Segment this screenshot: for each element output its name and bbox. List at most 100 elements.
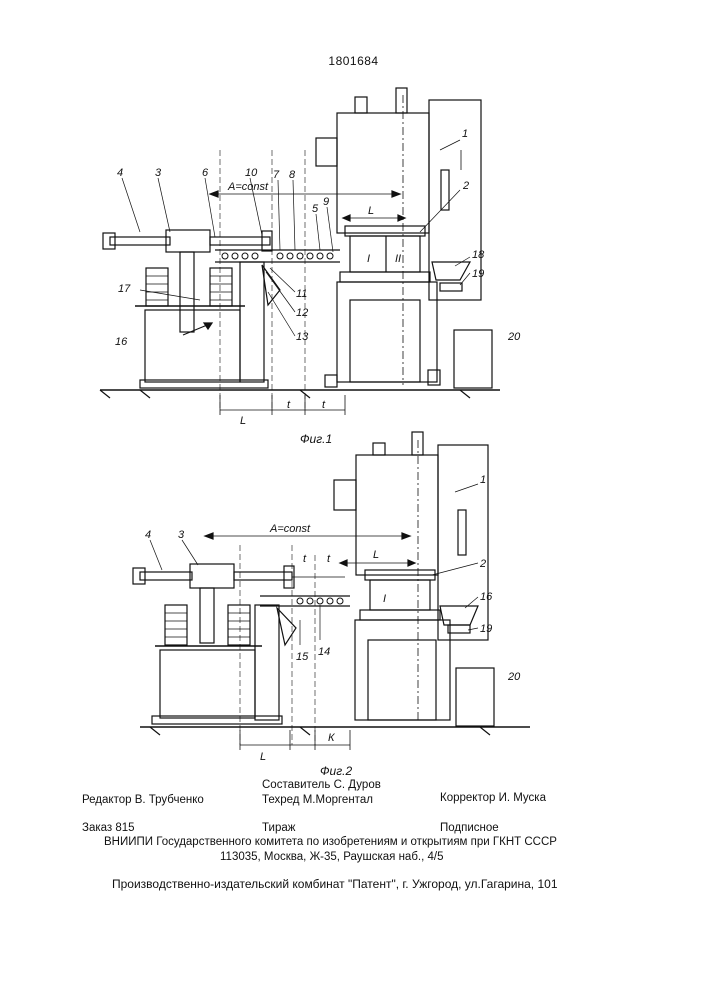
fig1-chute bbox=[432, 262, 470, 280]
fig2-label-2: 2 bbox=[479, 558, 486, 570]
fig1-dim-t2: t bbox=[322, 399, 326, 411]
fig2-label-15: 15 bbox=[296, 651, 309, 663]
fig1-ground-hatch bbox=[460, 390, 470, 398]
fig1-die-block bbox=[350, 236, 420, 272]
fig1-label-18: 18 bbox=[472, 249, 485, 261]
editor-line: Редактор В. Трубченко bbox=[82, 794, 204, 806]
fig2-press-top-part bbox=[373, 443, 385, 455]
fig1-chute-holder bbox=[440, 283, 462, 291]
fig1-press-base bbox=[337, 282, 437, 382]
fig2-arm-extension bbox=[234, 572, 292, 580]
fig1-manipulator-head bbox=[166, 230, 210, 252]
fig1-bracket bbox=[262, 265, 280, 305]
fig2-dim-t1: t bbox=[303, 553, 307, 565]
fig1-press-top-shaft bbox=[396, 88, 407, 113]
fig2-bracket bbox=[277, 608, 296, 645]
circulation-line: Тираж bbox=[262, 822, 295, 834]
fig1-dim-a: A=const bbox=[227, 181, 269, 193]
compiler-line: Составитель С. Дуров bbox=[262, 779, 381, 791]
fig1-label-6: 6 bbox=[202, 167, 209, 179]
fig2-dim-t2: t bbox=[327, 553, 331, 565]
fig2-label-4: 4 bbox=[145, 529, 151, 541]
fig2-arm-rod bbox=[140, 572, 192, 580]
fig2-chute bbox=[440, 606, 478, 625]
fig1-label-2: 2 bbox=[462, 180, 469, 192]
fig1-bolster bbox=[340, 272, 430, 282]
fig2-label-3: 3 bbox=[178, 529, 185, 541]
fig1-label-10: 10 bbox=[245, 167, 258, 179]
fig1-press-slot bbox=[441, 170, 449, 210]
fig1-arm-end bbox=[103, 233, 115, 249]
fig2-table bbox=[160, 650, 255, 718]
fig2-chute-holder bbox=[448, 625, 470, 633]
fig1-roman-1: I bbox=[367, 253, 370, 265]
fig2-press-head bbox=[356, 455, 438, 575]
fig1-ground-hatch bbox=[100, 390, 110, 398]
fig2-manipulator-head bbox=[190, 564, 234, 588]
fig1-slide bbox=[345, 226, 425, 236]
subscription-line: Подписное bbox=[440, 822, 499, 834]
fig2-dim-a: A=const bbox=[269, 523, 311, 535]
fig2-press-top-shaft bbox=[412, 432, 423, 455]
fig1-press-head bbox=[337, 113, 429, 233]
fig2-stack-left bbox=[165, 605, 187, 645]
fig1-label-8: 8 bbox=[289, 169, 296, 181]
order-line: Заказ 815 bbox=[82, 822, 135, 834]
fig1-label-3: 3 bbox=[155, 167, 162, 179]
fig2-stand bbox=[255, 605, 279, 720]
fig1-label-19: 19 bbox=[472, 268, 484, 280]
fig1-table-foot bbox=[140, 380, 268, 388]
fig1-table bbox=[145, 310, 240, 382]
fig1-label-13: 13 bbox=[296, 331, 309, 343]
fig2-manipulator-column bbox=[200, 588, 214, 643]
fig2-label-20: 20 bbox=[507, 671, 521, 683]
fig2-label-14: 14 bbox=[318, 646, 330, 658]
fig2-dim-l-top: L bbox=[373, 549, 379, 561]
fig1-press-top-part bbox=[355, 97, 367, 113]
fig2-arm-end bbox=[133, 568, 145, 584]
fig2-dim-k: К bbox=[328, 732, 335, 744]
fig1-label-1: 1 bbox=[462, 128, 468, 140]
fig2-roman-1: I bbox=[383, 593, 386, 605]
fig1-roman-2: II bbox=[395, 253, 401, 265]
fig1-arm-rod bbox=[110, 237, 170, 245]
institute-line: ВНИИПИ Государственного комитета по изоб… bbox=[104, 836, 557, 848]
fig1-label-12: 12 bbox=[296, 307, 308, 319]
publisher-line: Производственно-издательский комбинат "П… bbox=[112, 877, 558, 891]
fig2-press-motor bbox=[334, 480, 356, 510]
address-line: 113035, Москва, Ж-35, Раушская наб., 4/5 bbox=[220, 851, 443, 863]
fig1-label-16: 16 bbox=[115, 336, 128, 348]
fig1-caption: Фиг.1 bbox=[300, 432, 332, 446]
fig1-base-foot bbox=[325, 375, 337, 387]
fig2-bolster bbox=[360, 610, 440, 620]
fig1-dim-l-top: L bbox=[368, 205, 374, 217]
techred-line: Техред М.Моргентал bbox=[262, 794, 373, 806]
fig2-label-1: 1 bbox=[480, 474, 486, 486]
fig2-stack-right bbox=[228, 605, 250, 645]
fig1-arm-extension bbox=[210, 237, 270, 245]
fig1-container bbox=[454, 330, 492, 388]
fig2-press-slot bbox=[458, 510, 466, 555]
fig1-stand bbox=[240, 262, 264, 382]
fig1-label-5: 5 bbox=[312, 203, 319, 215]
fig2-label-16: 16 bbox=[480, 591, 493, 603]
fig1-label-17: 17 bbox=[118, 283, 131, 295]
fig1-label-9: 9 bbox=[323, 196, 329, 208]
fig1-base-opening bbox=[350, 300, 420, 382]
fig1-dim-l-bottom: L bbox=[240, 415, 246, 427]
fig1-ground-hatch bbox=[140, 390, 150, 398]
fig1-label-7: 7 bbox=[273, 169, 280, 181]
figure-2 bbox=[133, 432, 530, 750]
fig2-dim-l-bottom: L bbox=[260, 751, 266, 763]
corrector-line: Корректор И. Муска bbox=[440, 792, 546, 804]
fig1-manipulator-column bbox=[180, 252, 194, 332]
fig1-label-11: 11 bbox=[296, 288, 307, 300]
fig2-die-block bbox=[370, 580, 430, 610]
fig1-base-foot bbox=[428, 370, 440, 385]
fig1-label-20: 20 bbox=[507, 331, 521, 343]
fig1-dim-t1: t bbox=[287, 399, 291, 411]
fig2-label-19: 19 bbox=[480, 623, 492, 635]
fig2-base-opening bbox=[368, 640, 436, 720]
fig2-container bbox=[456, 668, 494, 726]
